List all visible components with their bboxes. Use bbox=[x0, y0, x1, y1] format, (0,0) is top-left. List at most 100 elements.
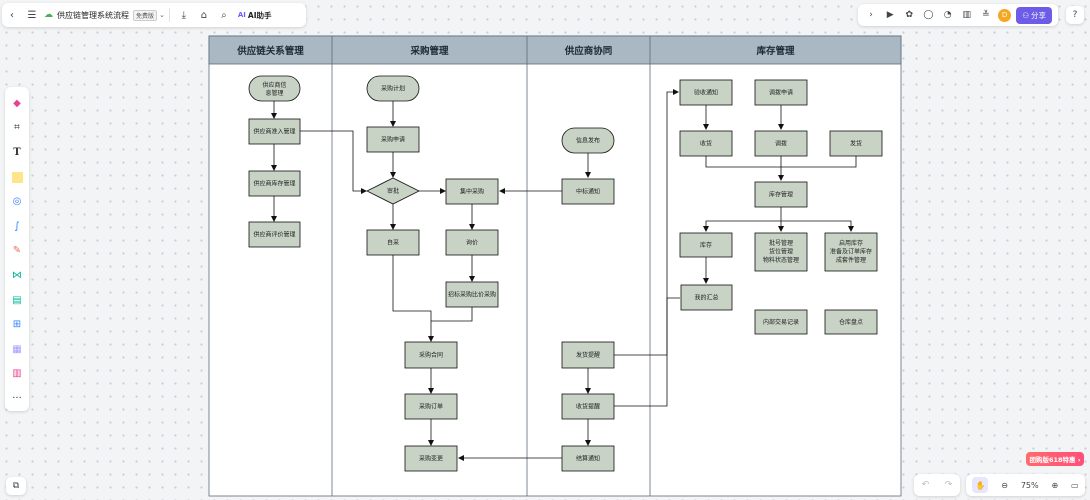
node-receipt-remind[interactable] bbox=[561, 393, 615, 420]
node-purchase-plan[interactable] bbox=[366, 75, 420, 102]
node-report[interactable] bbox=[680, 284, 733, 311]
sticky-note-tool[interactable] bbox=[7, 165, 27, 190]
book-icon[interactable]: ▭ bbox=[1070, 480, 1079, 490]
node-contract[interactable] bbox=[404, 341, 458, 369]
download-icon: ⤓ bbox=[181, 9, 187, 21]
component-tool[interactable]: ▦ bbox=[7, 337, 27, 362]
comment-icon[interactable]: ◯ bbox=[923, 10, 934, 20]
connectors bbox=[271, 89, 857, 461]
help-button[interactable]: ? bbox=[1066, 6, 1084, 24]
download-button[interactable]: ⤓ bbox=[174, 5, 194, 25]
chevron-down-icon[interactable]: ⌄ bbox=[159, 11, 165, 19]
lane-title-procurement: 采购管理 bbox=[409, 45, 449, 57]
node-inventory-mgmt[interactable] bbox=[754, 181, 808, 208]
search-button[interactable]: ⌕ bbox=[214, 5, 234, 25]
node-label: 招标采购比价采购 bbox=[448, 291, 496, 299]
back-button[interactable]: ‹ bbox=[2, 5, 22, 25]
collaborate-icon[interactable]: ✿ bbox=[905, 10, 914, 20]
node-ship[interactable] bbox=[829, 130, 883, 157]
menu-button[interactable]: ☰ bbox=[22, 5, 42, 25]
node-label: 发货 bbox=[850, 140, 862, 148]
node-after-sale[interactable] bbox=[824, 232, 878, 272]
collapse-icon[interactable]: ≚ bbox=[982, 10, 990, 20]
frame-tool[interactable]: ⌗ bbox=[7, 116, 27, 141]
node-tender[interactable] bbox=[445, 281, 499, 308]
node-settle-notice[interactable] bbox=[561, 445, 615, 472]
node-central-purchase[interactable] bbox=[445, 178, 499, 205]
history-icon[interactable]: ◔ bbox=[943, 10, 952, 20]
node-transfer[interactable] bbox=[754, 130, 808, 157]
tag-button[interactable]: ⌂ bbox=[194, 5, 214, 25]
node-label: 供应商库存管理 bbox=[253, 180, 295, 188]
ai-assistant-button[interactable]: AI AI助手 bbox=[238, 10, 272, 21]
more-tools-button[interactable]: ··· bbox=[7, 386, 27, 411]
promo-banner[interactable]: 团购版618特惠 › bbox=[1026, 452, 1084, 466]
connector-icon: ∫ bbox=[14, 220, 20, 232]
node-label: 供应商信 bbox=[262, 81, 286, 89]
zoom-controls: ✋ ⊖ 75% ⊕ ▭ bbox=[966, 474, 1085, 496]
chart-icon[interactable]: ▥ bbox=[962, 10, 972, 20]
minimap-button[interactable]: ⧉ bbox=[6, 477, 26, 495]
node-label: 成套件管理 bbox=[836, 256, 866, 264]
zoom-level[interactable]: 75% bbox=[1020, 480, 1039, 490]
node-label: 发货提醒 bbox=[576, 351, 600, 359]
node-stock[interactable] bbox=[679, 232, 733, 258]
plan-badge: 免费版 bbox=[133, 9, 158, 21]
left-toolbar: ◆ ⌗ T ◎ ∫ ✎ ⋈ ▤ ⊞ ▦ ▥ ··· bbox=[5, 87, 29, 411]
node-supplier-eval[interactable] bbox=[248, 221, 301, 248]
sticky-note-icon bbox=[11, 171, 23, 183]
mindmap-tool[interactable]: ⋈ bbox=[7, 263, 27, 288]
ai-assistant-label: AI助手 bbox=[247, 10, 272, 20]
node-supplier-info[interactable] bbox=[248, 75, 301, 102]
node-transfer-request[interactable] bbox=[754, 79, 808, 106]
node-warehouse-check[interactable] bbox=[824, 309, 878, 335]
node-delivery-remind[interactable] bbox=[561, 341, 615, 369]
tag-icon: ⌂ bbox=[200, 9, 208, 21]
shape-tool[interactable]: ◎ bbox=[7, 189, 27, 214]
node-order[interactable] bbox=[404, 393, 458, 420]
hand-icon[interactable]: ✋ bbox=[972, 477, 989, 493]
help-icon: ? bbox=[1072, 10, 1078, 20]
node-label: 货位管理 bbox=[769, 248, 793, 256]
kanban-tool[interactable]: ▥ bbox=[7, 362, 27, 387]
shapes-library-tool[interactable]: ◆ bbox=[7, 91, 27, 116]
node-label: 询价 bbox=[466, 239, 478, 247]
node-label: 验收通知 bbox=[694, 89, 718, 97]
node-label: 采购合同 bbox=[419, 351, 443, 359]
node-label: 准备及订单库存 bbox=[830, 248, 872, 256]
expand-icon[interactable]: › bbox=[869, 10, 873, 20]
node-supplier-inventory[interactable] bbox=[248, 170, 301, 197]
connector-tool[interactable]: ∫ bbox=[7, 214, 27, 239]
node-supplier-access[interactable] bbox=[248, 118, 301, 145]
node-location-mgmt[interactable] bbox=[754, 232, 808, 272]
template-tool[interactable]: ⊞ bbox=[7, 312, 27, 337]
node-label: 信息发布 bbox=[576, 137, 600, 145]
divider bbox=[168, 8, 170, 22]
node-label: 审批 bbox=[387, 187, 399, 195]
zoom-in-icon[interactable]: ⊕ bbox=[1051, 480, 1059, 490]
play-icon[interactable]: ▶ bbox=[886, 10, 894, 20]
shapes-icon: ◆ bbox=[13, 97, 21, 109]
node-self-purchase[interactable] bbox=[366, 229, 420, 256]
node-receive[interactable] bbox=[679, 130, 733, 157]
ai-logo-icon: AI bbox=[237, 11, 246, 19]
node-purchase-request[interactable] bbox=[366, 126, 420, 153]
text-tool[interactable]: T bbox=[7, 140, 27, 165]
node-info-publish[interactable] bbox=[561, 127, 615, 154]
node-arrival-notice[interactable] bbox=[679, 79, 733, 106]
undo-icon[interactable]: ↶ bbox=[921, 480, 930, 490]
user-avatar[interactable]: D bbox=[998, 8, 1012, 22]
zoom-out-icon[interactable]: ⊖ bbox=[1001, 480, 1008, 490]
node-inquiry[interactable] bbox=[445, 229, 499, 256]
document-title[interactable]: 供应链管理系统流程 bbox=[57, 10, 129, 20]
node-label: 我的汇总 bbox=[694, 294, 718, 302]
node-internal-trade[interactable] bbox=[754, 309, 808, 335]
node-bid-notice[interactable] bbox=[561, 178, 615, 205]
node-approve-decision[interactable] bbox=[366, 177, 420, 205]
pen-tool[interactable]: ✎ bbox=[7, 239, 27, 264]
table-tool[interactable]: ▤ bbox=[7, 288, 27, 313]
redo-icon[interactable]: ↷ bbox=[944, 480, 953, 490]
share-button[interactable]: ⚇ 分享 bbox=[1016, 6, 1052, 24]
node-change[interactable] bbox=[404, 445, 458, 472]
